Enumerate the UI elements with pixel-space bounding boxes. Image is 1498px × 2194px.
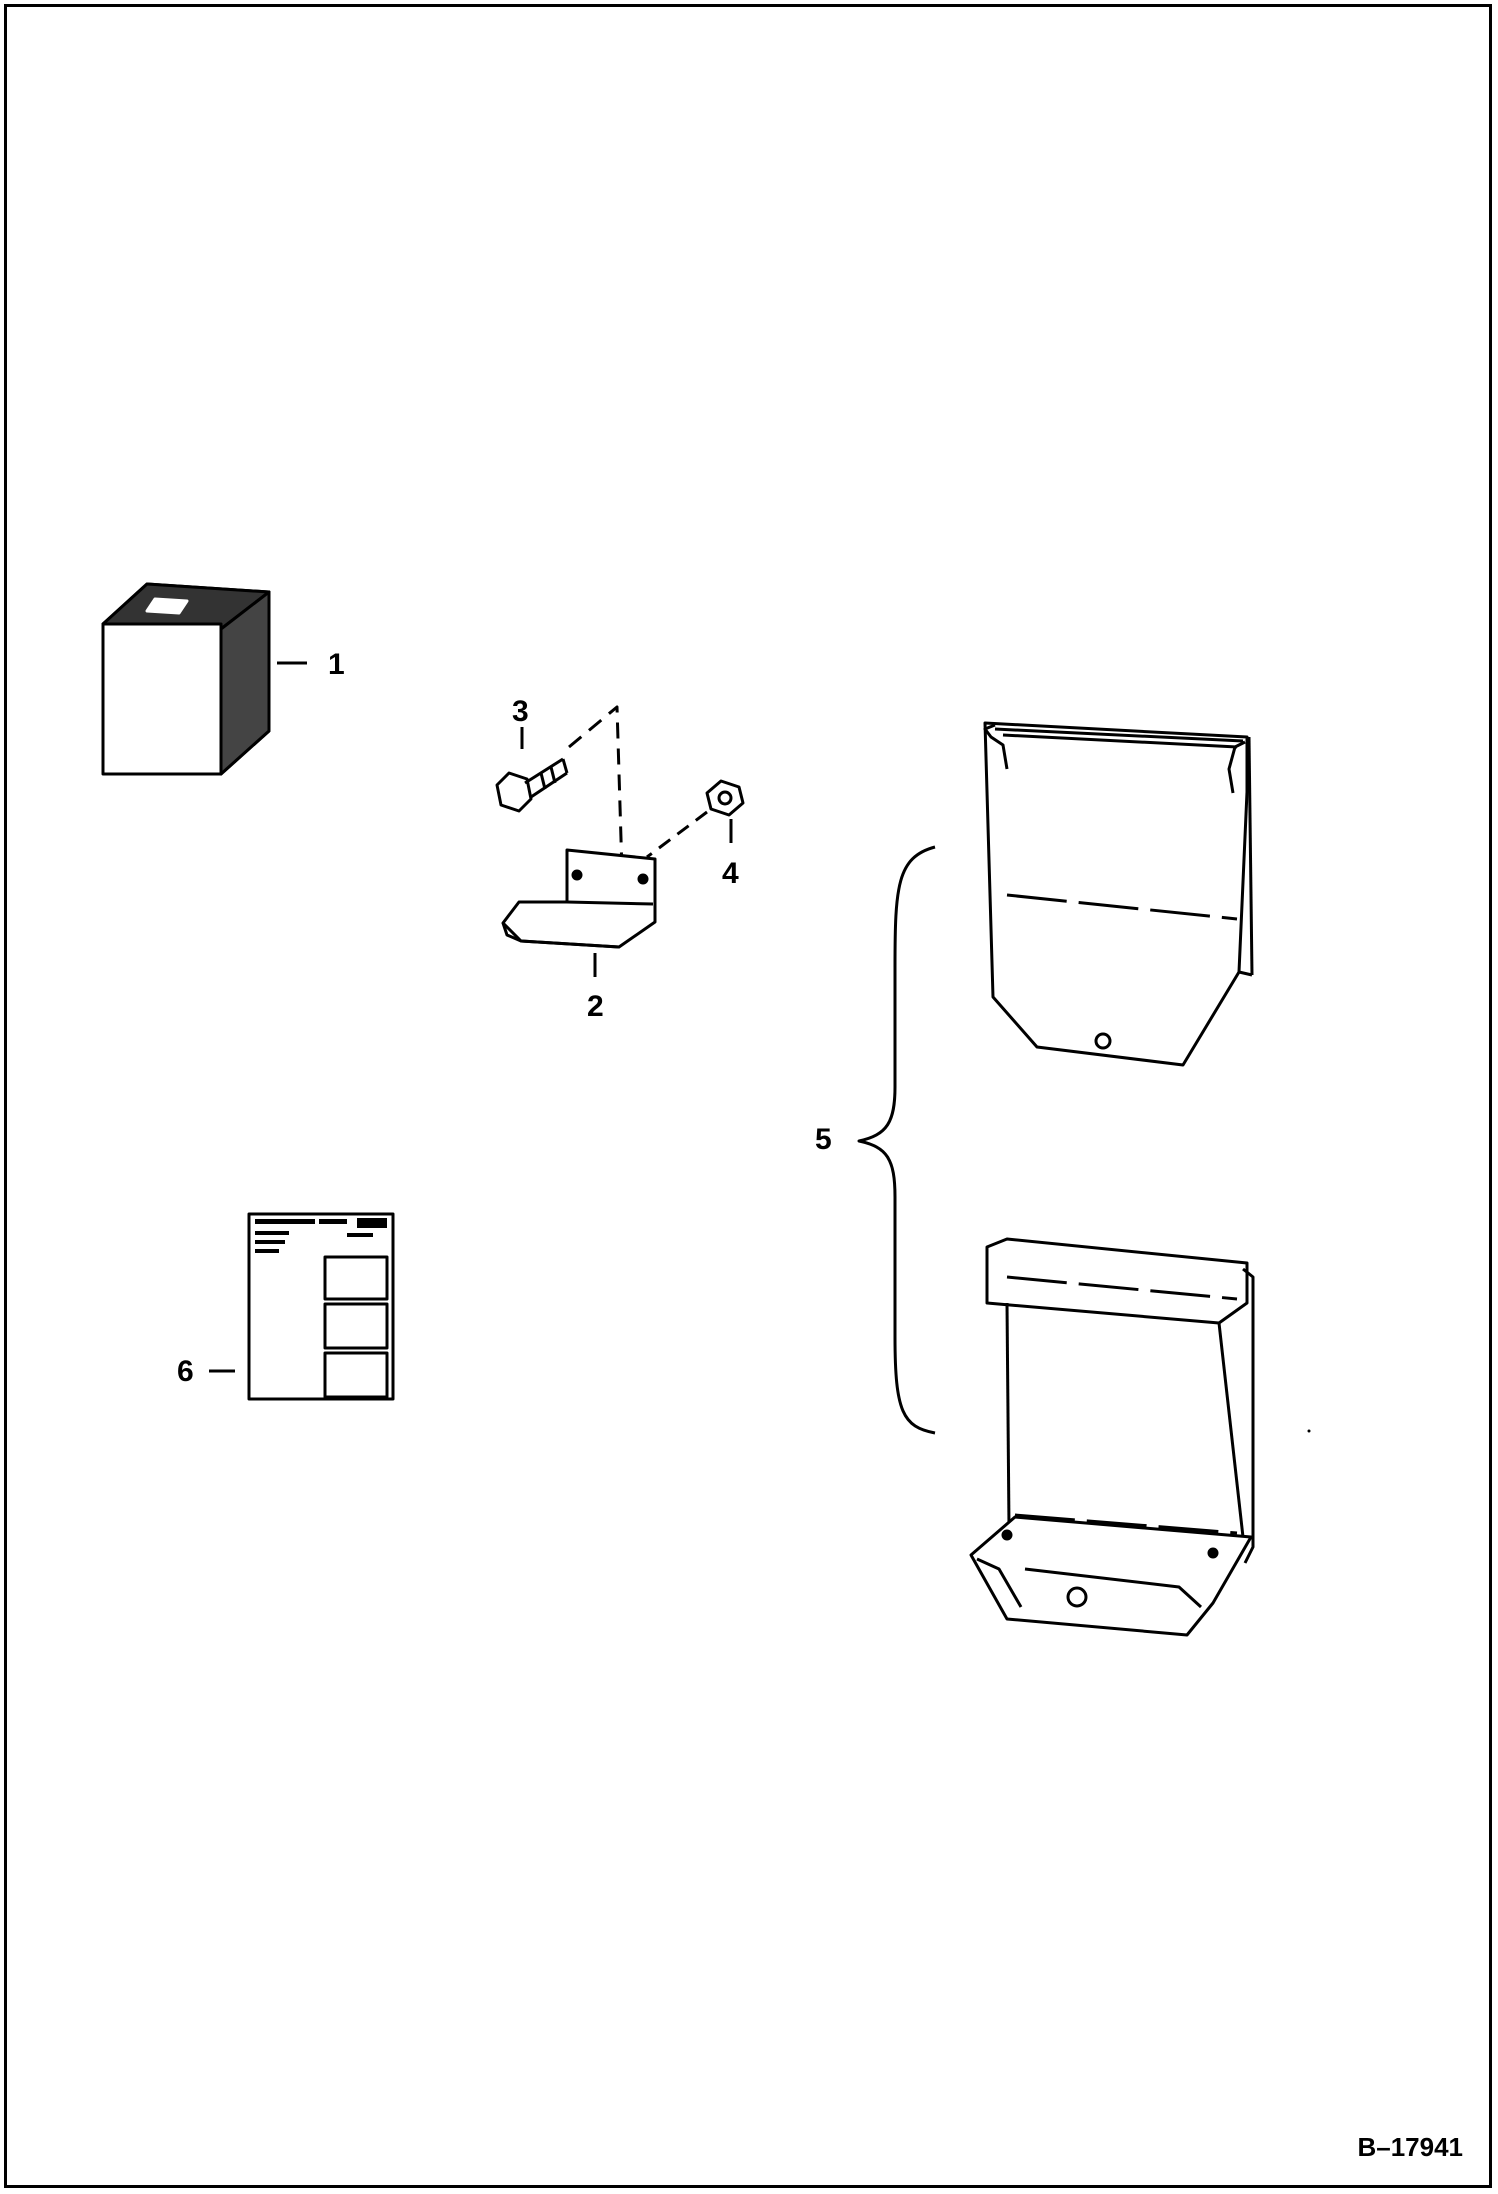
- stray-mark: [1307, 1429, 1311, 1433]
- grouping-brace: [857, 845, 936, 1435]
- callout-2: 2: [587, 990, 604, 1023]
- decal-sheet-part: [247, 1212, 395, 1401]
- exploded-parts-drawing: [101, 582, 1311, 1637]
- battery-cover-part: [983, 721, 1254, 1067]
- bolt-part: [495, 757, 569, 813]
- callout-6: 6: [177, 1355, 194, 1388]
- drawing-frame: 1 3 4 2 5 6 B–17941: [4, 4, 1492, 2188]
- battery-part: [101, 582, 271, 776]
- bolt-assembly-path: [568, 705, 625, 906]
- callout-1: 1: [328, 648, 345, 681]
- callout-5: 5: [815, 1123, 832, 1156]
- figure-id: B–17941: [1357, 2132, 1463, 2162]
- nut-part: [705, 779, 745, 817]
- battery-tray-part: [969, 1237, 1255, 1637]
- callout-3: 3: [512, 695, 529, 728]
- callout-4: 4: [722, 857, 739, 890]
- nut-assembly-path: [646, 810, 708, 859]
- bracket-part: [501, 848, 657, 949]
